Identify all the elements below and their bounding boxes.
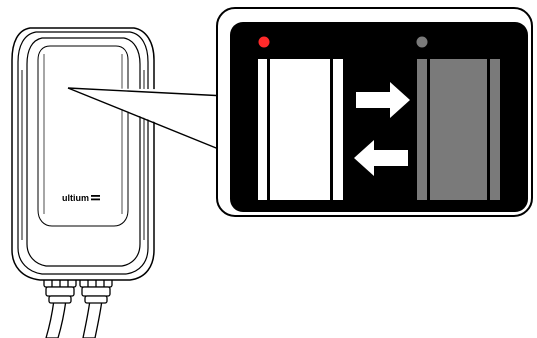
brand-logo-text: ultium bbox=[62, 193, 89, 203]
red-status-dot bbox=[258, 36, 270, 48]
right-panel-stripe-1 bbox=[427, 59, 430, 200]
right-cable-gland bbox=[79, 277, 113, 304]
left-cable-gland bbox=[43, 277, 77, 304]
cable-glands bbox=[43, 277, 113, 304]
callout-box bbox=[216, 7, 533, 217]
left-panel-stripe-1 bbox=[267, 59, 270, 200]
arrow-left-icon bbox=[354, 140, 408, 176]
charger-unit: ultium bbox=[11, 27, 155, 281]
right-panel-stripe-2 bbox=[487, 59, 490, 200]
arrow-right-icon bbox=[356, 82, 410, 118]
right-cable bbox=[82, 299, 103, 338]
left-panel-stripe-2 bbox=[330, 59, 333, 200]
brand-logo-mark bbox=[91, 195, 100, 201]
left-cable bbox=[45, 299, 67, 338]
right-connector-panel bbox=[417, 59, 500, 200]
cables bbox=[45, 299, 103, 338]
left-connector-panel bbox=[258, 59, 343, 200]
gray-status-dot bbox=[416, 36, 428, 48]
callout-pointer bbox=[67, 87, 227, 153]
